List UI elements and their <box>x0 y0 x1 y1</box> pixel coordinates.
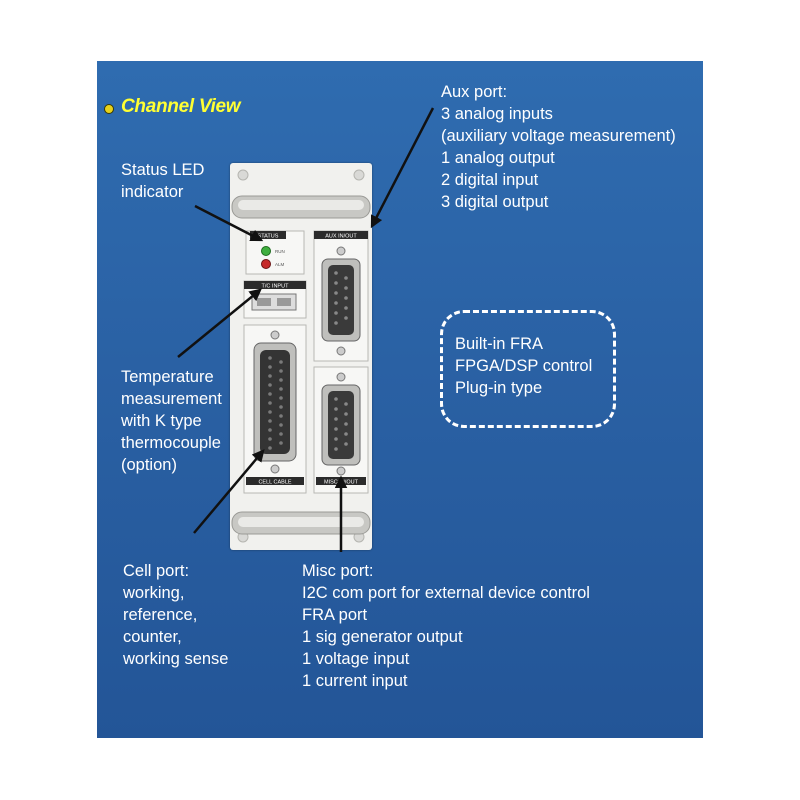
callout-line: reference, <box>123 606 198 624</box>
page-title: Channel View <box>121 96 241 117</box>
status-led-callout: Status LED indicator <box>121 159 204 203</box>
aux-port-callout: Aux port: 3 analog inputs (auxiliary vol… <box>441 81 676 213</box>
callout-line: Temperature <box>121 368 214 386</box>
callout-line: counter, <box>123 628 182 646</box>
callout-line: FPGA/DSP control <box>455 357 593 375</box>
fra-feature-box <box>440 310 616 428</box>
callout-line: measurement <box>121 390 222 408</box>
cell-label: CELL CABLE <box>258 480 291 486</box>
bottom-handle <box>231 511 371 535</box>
top-handle <box>231 195 371 219</box>
callout-line: working sense <box>123 650 229 668</box>
temperature-arrow <box>177 288 262 358</box>
cell-port-callout: Cell port: working, reference, counter, … <box>123 560 228 670</box>
cell-port-section: CELL CABLE <box>243 324 307 494</box>
misc-port-callout: Misc port: I2C com port for external dev… <box>302 560 590 692</box>
callout-line: 2 digital input <box>441 171 539 189</box>
green-led-icon <box>261 246 271 256</box>
aux-arrow <box>370 107 435 229</box>
aux-port-section: AUX IN/OUT <box>313 230 369 362</box>
cell-arrow <box>193 449 265 534</box>
temperature-callout: Temperature measurement with K type ther… <box>121 366 222 476</box>
callout-line: Misc port: <box>302 562 374 580</box>
callout-line: 1 current input <box>302 672 408 690</box>
callout-line: Built-in FRA <box>455 335 544 353</box>
callout-line: with K type <box>121 412 202 430</box>
callout-line: indicator <box>121 183 184 201</box>
fra-callout: Built-in FRA FPGA/DSP control Plug-in ty… <box>455 333 592 399</box>
screw-icon <box>353 169 365 181</box>
callout-line: Aux port: <box>441 83 508 101</box>
callout-line: working, <box>123 584 185 602</box>
callout-line: 1 voltage input <box>302 650 410 668</box>
callout-line: (option) <box>121 456 177 474</box>
callout-line: (auxiliary voltage measurement) <box>441 127 676 145</box>
screw-icon <box>237 169 249 181</box>
red-led-icon <box>261 259 271 269</box>
callout-line: 1 analog output <box>441 149 555 167</box>
led-run-label: RUN <box>275 249 285 254</box>
callout-line: Plug-in type <box>455 379 543 397</box>
status-label: STATUS <box>258 234 279 240</box>
tc-label: T/C INPUT <box>262 284 290 290</box>
callout-line: 3 digital output <box>441 193 549 211</box>
callout-line: 3 analog inputs <box>441 105 553 123</box>
callout-line: Status LED <box>121 161 205 179</box>
callout-line: thermocouple <box>121 434 221 452</box>
led-alarm-label: ALM <box>275 262 285 267</box>
callout-line: I2C com port for external device control <box>302 584 590 602</box>
callout-line: FRA port <box>302 606 368 624</box>
aux-label: AUX IN/OUT <box>325 234 357 240</box>
status-arrow <box>194 204 264 242</box>
callout-line: Cell port: <box>123 562 190 580</box>
bullet-icon <box>104 104 114 114</box>
channel-module-panel: STATUS RUN ALM T/C INPUT AUX IN/OUT <box>230 163 372 550</box>
callout-line: 1 sig generator output <box>302 628 463 646</box>
